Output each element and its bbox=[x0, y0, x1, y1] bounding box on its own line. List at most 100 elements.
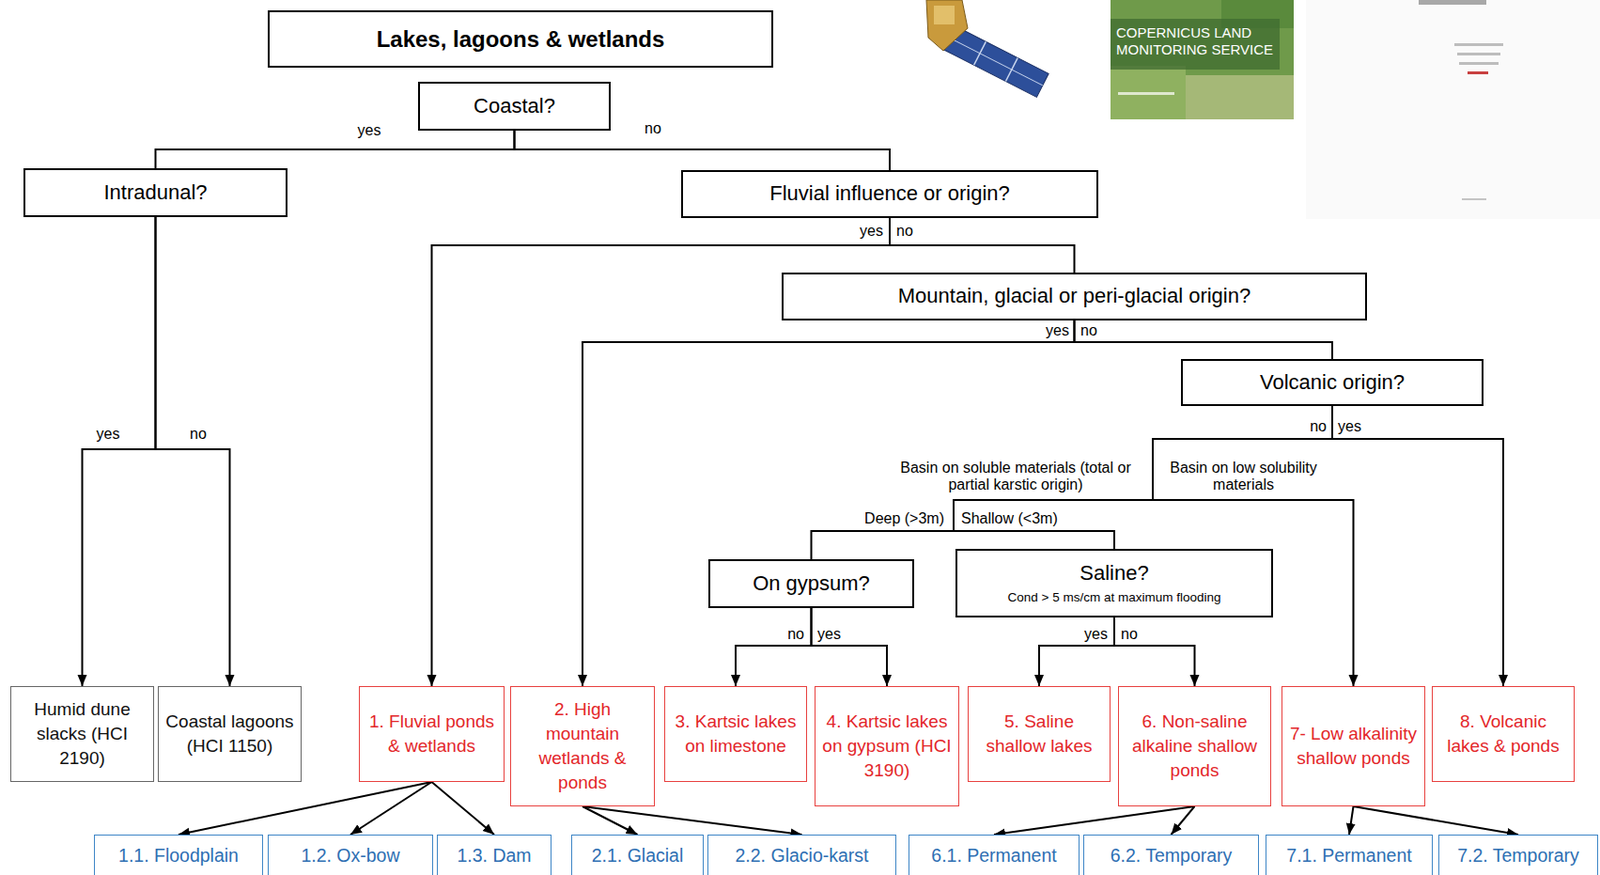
subtype-box: 1.1. Floodplain bbox=[93, 834, 264, 875]
edge-label: yes bbox=[350, 122, 389, 140]
edge-label: no bbox=[766, 625, 805, 643]
connector bbox=[1171, 806, 1196, 835]
connector bbox=[582, 806, 803, 835]
node-text: Coastal? bbox=[473, 93, 556, 119]
title-text: Lakes, lagoons & wetlands bbox=[376, 26, 666, 53]
lake-type-box: 6. Non-saline alkaline shallow ponds bbox=[1118, 685, 1272, 807]
edge-label: no bbox=[896, 222, 925, 240]
node-text: 7.1. Permanent bbox=[1286, 844, 1412, 867]
satellite-body bbox=[926, 0, 968, 51]
node-text: 6. Non-saline alkaline shallow ponds bbox=[1124, 709, 1265, 784]
decision-box: Coastal? bbox=[418, 81, 611, 131]
node-text: Intradunal? bbox=[103, 180, 207, 205]
decision-box: Volcanic origin? bbox=[1180, 358, 1484, 406]
outcome-box: Coastal lagoons (HCI 1150) bbox=[157, 685, 302, 782]
branch-label: no bbox=[1289, 418, 1327, 435]
cover-field bbox=[1110, 65, 1186, 120]
edge-label: Shallow (<3m) bbox=[961, 510, 1074, 528]
cover-ground bbox=[1110, 0, 1294, 120]
connector bbox=[350, 781, 433, 835]
decision-box: On gypsum? bbox=[708, 559, 915, 608]
connector bbox=[889, 217, 1075, 273]
node-text: Mountain, glacial or peri-glacial origin… bbox=[898, 283, 1251, 309]
connector bbox=[1114, 617, 1196, 686]
panel-line bbox=[948, 37, 1043, 86]
cover-text-line bbox=[1418, 0, 1487, 5]
connector bbox=[994, 806, 1196, 835]
edge-label: Basin on low solubility materials bbox=[1161, 459, 1326, 494]
connector bbox=[155, 130, 515, 169]
edge-label: Deep (>3m) bbox=[850, 510, 945, 528]
connector bbox=[514, 130, 891, 171]
title-box: Lakes, lagoons & wetlands bbox=[267, 10, 774, 68]
edge-label: no bbox=[1120, 625, 1150, 643]
cover-field bbox=[1185, 75, 1294, 120]
connector bbox=[1039, 617, 1115, 686]
edge-label: no bbox=[184, 425, 213, 443]
edge-label: yes bbox=[1070, 625, 1108, 643]
connector bbox=[735, 607, 812, 686]
copernicus-cover bbox=[1110, 0, 1294, 120]
node-text: Coastal lagoons (HCI 1150) bbox=[165, 709, 295, 759]
cover-text-line bbox=[1118, 92, 1175, 95]
lake-type-box: 2. High mountain wetlands & ponds bbox=[510, 685, 655, 807]
cover-text-line bbox=[1461, 198, 1487, 201]
connector bbox=[1349, 806, 1354, 835]
edge-label: yes bbox=[1337, 418, 1376, 435]
subtype-box: 7.2. Temporary bbox=[1438, 834, 1599, 875]
edge-label: no bbox=[638, 120, 668, 138]
cover-text-line bbox=[1454, 43, 1504, 47]
edge-label: yes bbox=[845, 222, 884, 240]
edge-label: yes bbox=[817, 625, 855, 643]
node-text: Saline? bbox=[1079, 560, 1149, 586]
node-text: 2.2. Glacio-karst bbox=[735, 844, 870, 867]
subtype-box: 2.1. Glacial bbox=[571, 834, 704, 875]
cover-text-band bbox=[1110, 18, 1280, 70]
decision-box: Fluvial influence or origin? bbox=[681, 170, 1099, 218]
node-text: Volcanic origin? bbox=[1259, 370, 1405, 395]
node-text: Fluvial influence or origin? bbox=[769, 181, 1010, 206]
connector bbox=[1353, 806, 1520, 835]
branch-label: Basin on soluble materials (total or par… bbox=[897, 459, 1134, 494]
satellite-icon bbox=[926, 0, 1049, 97]
connector bbox=[1332, 405, 1504, 686]
node-text: 7- Low alkalinity shallow ponds bbox=[1288, 721, 1419, 771]
edge-label: yes bbox=[89, 425, 127, 443]
connector bbox=[82, 217, 156, 686]
node-text: 6.1. Permanent bbox=[931, 844, 1057, 867]
lake-type-box: 1. Fluvial ponds & wetlands bbox=[358, 685, 505, 782]
edge-label: yes bbox=[1031, 322, 1070, 340]
lake-type-box: 8. Volcanic lakes & ponds bbox=[1431, 685, 1575, 782]
decision-box: Mountain, glacial or peri-glacial origin… bbox=[781, 272, 1367, 321]
lake-type-box: 7- Low alkalinity shallow ponds bbox=[1281, 685, 1426, 807]
node-text: 5. Saline shallow lakes bbox=[974, 709, 1104, 759]
node-text: 1. Fluvial ponds & wetlands bbox=[365, 709, 498, 759]
report-cover bbox=[1305, 0, 1600, 219]
subtype-box: 6.1. Permanent bbox=[908, 834, 1080, 875]
cover-page bbox=[1305, 0, 1600, 219]
lake-type-box: 3. Kartsic lakes on limestone bbox=[664, 685, 808, 782]
connector bbox=[178, 781, 433, 835]
lake-type-box: 5. Saline shallow lakes bbox=[967, 685, 1111, 782]
node-text: 8. Volcanic lakes & ponds bbox=[1438, 709, 1569, 759]
connector bbox=[811, 405, 1334, 560]
cover-text-line bbox=[1459, 62, 1499, 65]
connector bbox=[811, 607, 888, 686]
cover-text-line bbox=[1457, 52, 1501, 56]
decision-box: Intradunal? bbox=[23, 168, 288, 218]
subtype-box: 7.1. Permanent bbox=[1265, 834, 1433, 875]
node-text: On gypsum? bbox=[752, 571, 870, 596]
node-text: 1.1. Floodplain bbox=[118, 844, 239, 867]
node-text: 4. Kartsic lakes on gypsum (HCI 3190) bbox=[821, 709, 953, 784]
lake-type-box: 4. Kartsic lakes on gypsum (HCI 3190) bbox=[814, 685, 960, 807]
node-text: 1.3. Dam bbox=[456, 844, 531, 867]
node-text: 2.1. Glacial bbox=[591, 844, 684, 867]
node-text: 6.2. Temporary bbox=[1110, 844, 1233, 867]
node-text: 1.2. Ox-bow bbox=[300, 844, 400, 867]
subtype-box: 1.3. Dam bbox=[436, 834, 552, 875]
cover-text-line bbox=[1467, 71, 1489, 75]
cover-title: COPERNICUS LAND MONITORING SERVICE bbox=[1116, 24, 1278, 59]
node-text: 2. High mountain wetlands & ponds bbox=[516, 697, 649, 796]
